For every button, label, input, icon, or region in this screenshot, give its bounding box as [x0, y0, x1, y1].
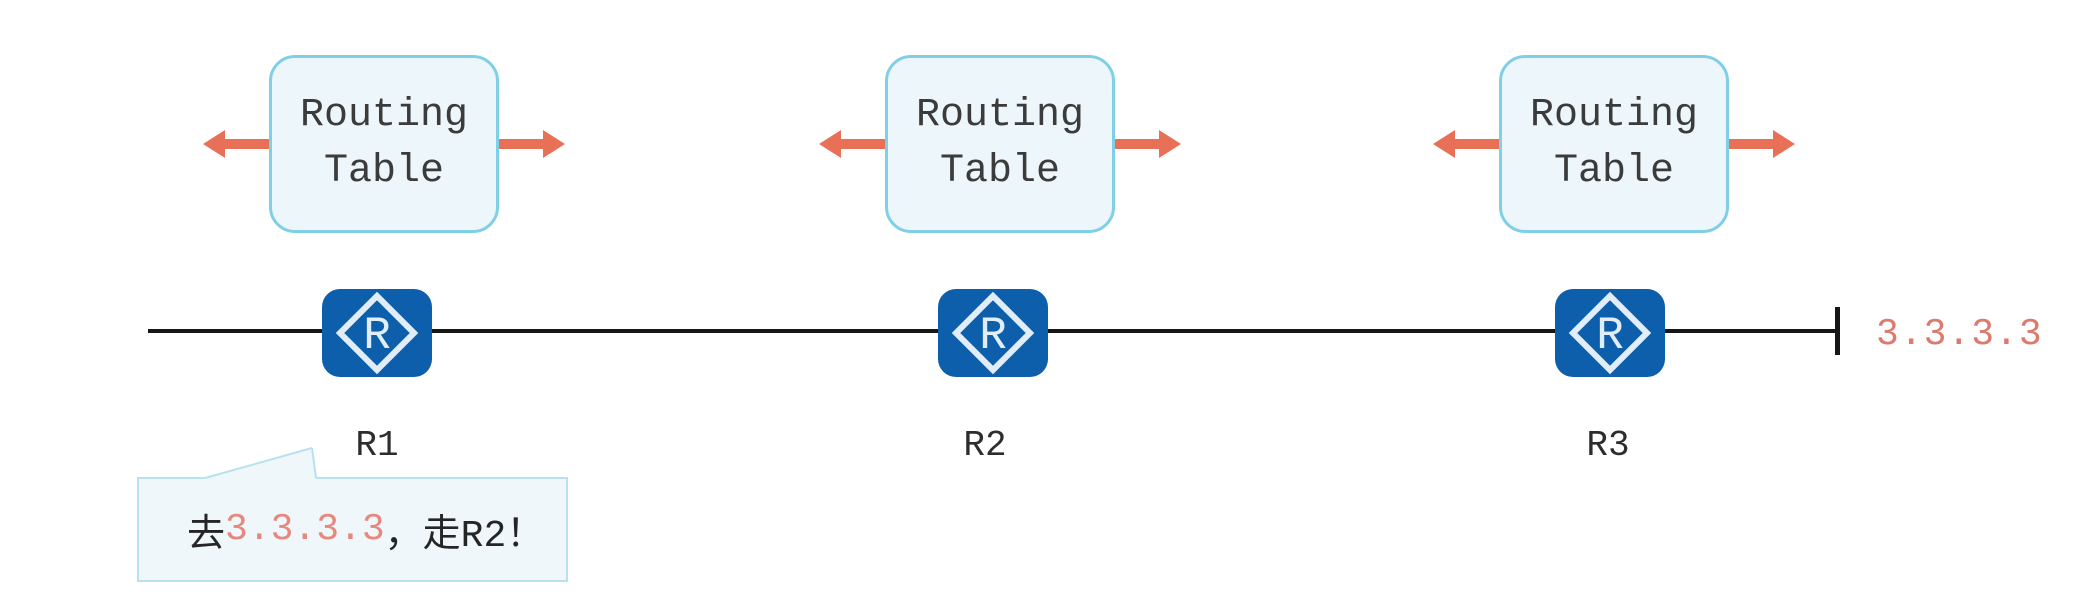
routing-table-label-line1: Routing	[1529, 93, 1699, 138]
router-icon: R	[1555, 289, 1665, 377]
arrow-right-icon	[499, 130, 565, 158]
destination-ip-label: 3.3.3.3	[1876, 313, 2043, 356]
routing-table-label-line2: Table	[323, 149, 445, 194]
routing-table-box-r3: Routing Table	[1499, 55, 1729, 233]
routing-table-label-line2: Table	[939, 149, 1061, 194]
arrow-right-icon	[1115, 130, 1181, 158]
routing-table-label-line1: Routing	[915, 93, 1085, 138]
svg-text:R: R	[979, 310, 1007, 362]
arrow-left-icon	[819, 130, 885, 158]
callout-text-suffix: ，走R2！	[384, 514, 545, 558]
router-label-r3: R3	[1586, 425, 1630, 466]
callout-tail	[204, 447, 317, 484]
svg-text:R: R	[1596, 310, 1624, 362]
routing-table-label-line1: Routing	[299, 93, 469, 138]
routing-table-label-line2: Table	[1553, 149, 1675, 194]
router-icon: R	[938, 289, 1048, 377]
callout-text-prefix: 去	[187, 514, 226, 558]
arrow-left-icon	[203, 130, 269, 158]
link-endpoint-mark	[1835, 307, 1840, 355]
callout-text-ip: 3.3.3.3	[225, 508, 385, 551]
arrow-left-icon	[1433, 130, 1499, 158]
router-label-r2: R2	[963, 425, 1007, 466]
router-label-r1: R1	[355, 425, 399, 466]
router-icon: R	[322, 289, 432, 377]
routing-table-box-r2: Routing Table	[885, 55, 1115, 233]
svg-text:R: R	[363, 310, 391, 362]
arrow-right-icon	[1729, 130, 1795, 158]
routing-table-box-r1: Routing Table	[269, 55, 499, 233]
